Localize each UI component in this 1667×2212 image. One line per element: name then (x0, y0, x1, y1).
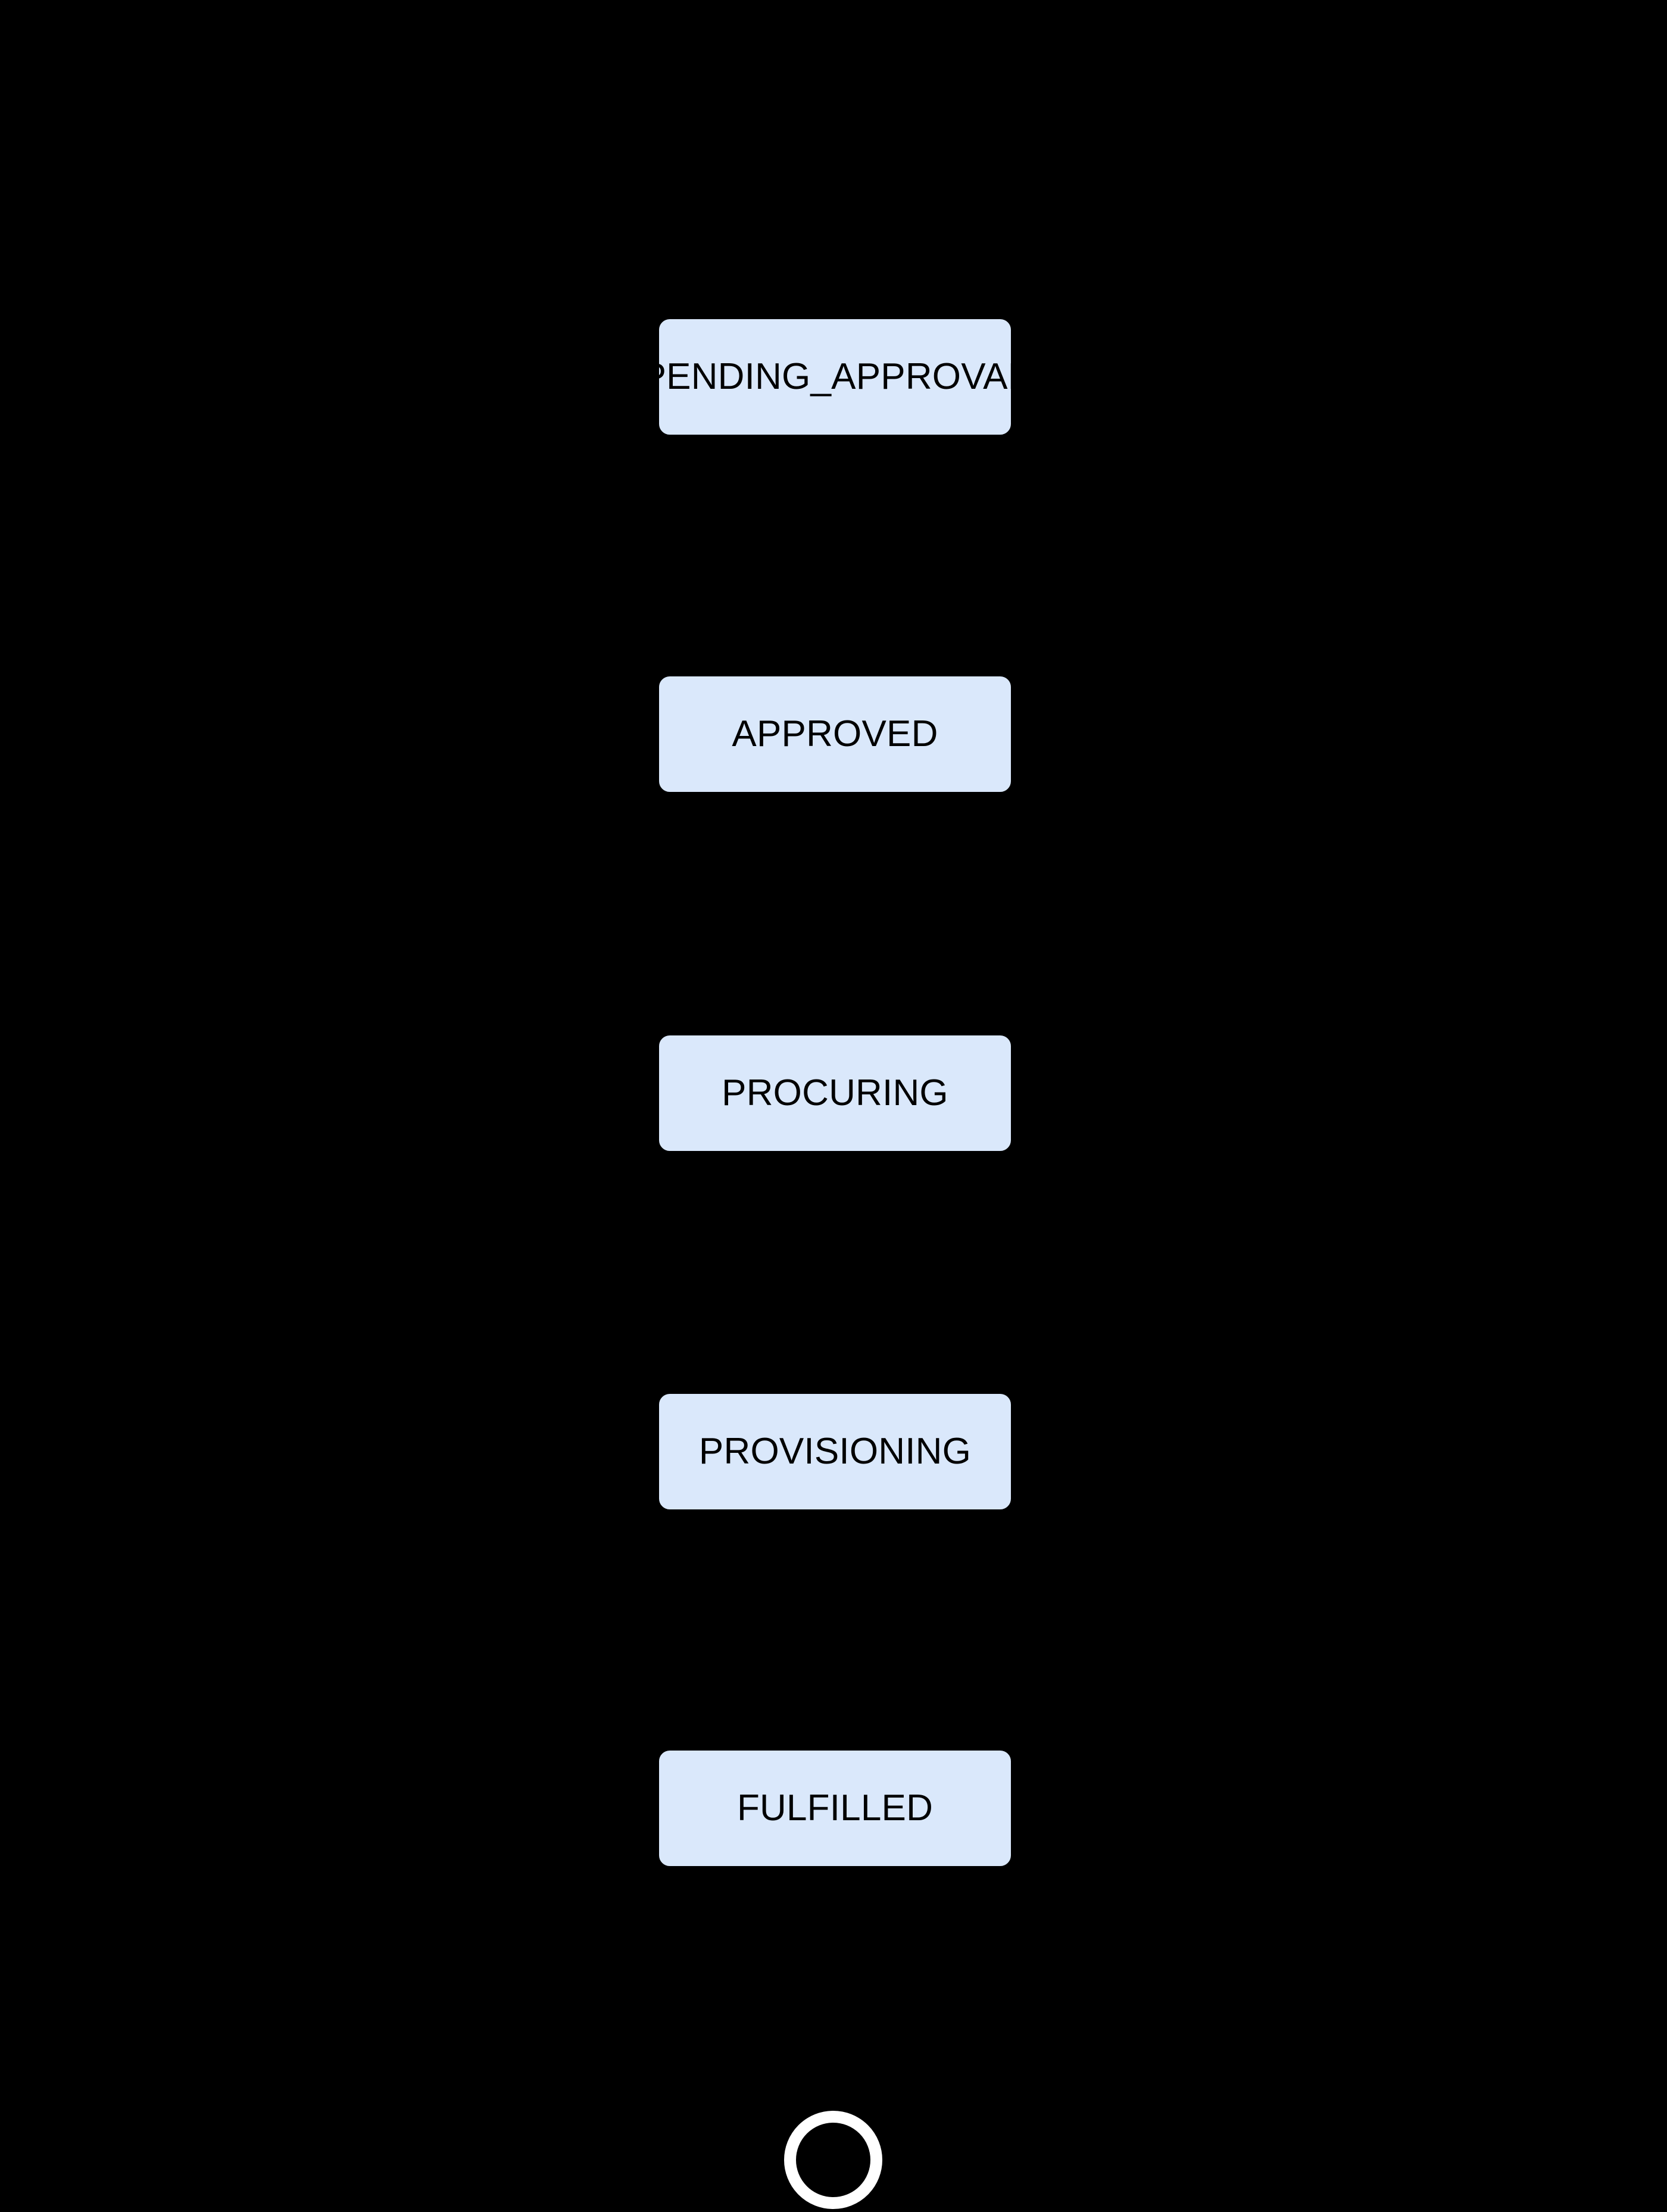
node-label-procuring: PROCURING (722, 1072, 948, 1113)
node-label-approved: APPROVED (732, 713, 938, 754)
node-end-state-circle[interactable] (784, 2111, 882, 2209)
node-fulfilled[interactable]: FULFILLED (659, 1751, 1011, 1866)
node-provisioning[interactable]: PROVISIONING (659, 1394, 1011, 1509)
node-procuring[interactable]: PROCURING (659, 1035, 1011, 1151)
arrowhead-end (825, 2093, 844, 2111)
node-label-provisioning: PROVISIONING (698, 1430, 972, 1472)
arrowhead-approved (825, 659, 844, 676)
node-label-fulfilled: FULFILLED (736, 1787, 934, 1829)
arrowhead-fulfilled (825, 1733, 844, 1751)
arrowhead-provisioning (825, 1376, 844, 1394)
node-approved[interactable]: APPROVED (659, 676, 1011, 792)
arrowhead-procuring (825, 1018, 844, 1035)
node-pending-approval[interactable]: PENDING_APPROVAL (642, 319, 1028, 435)
node-label-pending-approval: PENDING_APPROVAL (641, 355, 1029, 397)
